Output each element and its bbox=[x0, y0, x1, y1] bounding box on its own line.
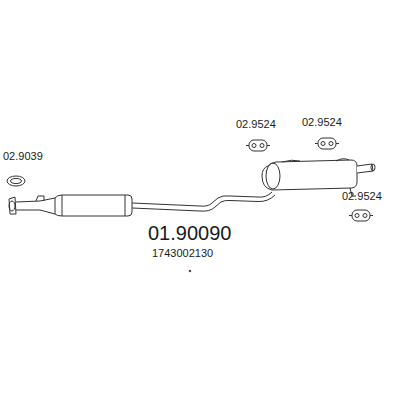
hanger-bracket bbox=[336, 159, 349, 161]
middle-pipe bbox=[132, 195, 275, 211]
front-silencer bbox=[55, 195, 132, 216]
oe-number: 1743002130 bbox=[152, 247, 213, 259]
gasket-ring-inner bbox=[11, 178, 22, 183]
silencer-seam bbox=[62, 195, 63, 216]
callout-number: 02.9524 bbox=[342, 190, 382, 202]
dot bbox=[189, 270, 191, 272]
sensor-boss bbox=[36, 196, 44, 201]
rear-silencer bbox=[262, 160, 357, 190]
part-number: 01.90090 bbox=[148, 222, 231, 244]
callout-number: 02.9524 bbox=[302, 116, 342, 128]
hanger-bracket bbox=[282, 160, 300, 162]
middle-pipe bbox=[132, 192, 272, 206]
rubber-hanger bbox=[315, 138, 339, 149]
silencer-end-cap bbox=[266, 163, 280, 189]
rubber-hanger bbox=[349, 210, 373, 221]
tail-pipe-end bbox=[371, 164, 375, 171]
front-pipe bbox=[16, 198, 55, 214]
flange-opening bbox=[9, 201, 15, 211]
gasket-ring bbox=[7, 176, 25, 186]
callout-number: 02.9524 bbox=[236, 118, 276, 130]
silencer-seam bbox=[125, 195, 126, 216]
rubber-hanger bbox=[246, 140, 270, 151]
front-flange bbox=[9, 197, 16, 214]
callout-number: 02.9039 bbox=[3, 150, 43, 162]
